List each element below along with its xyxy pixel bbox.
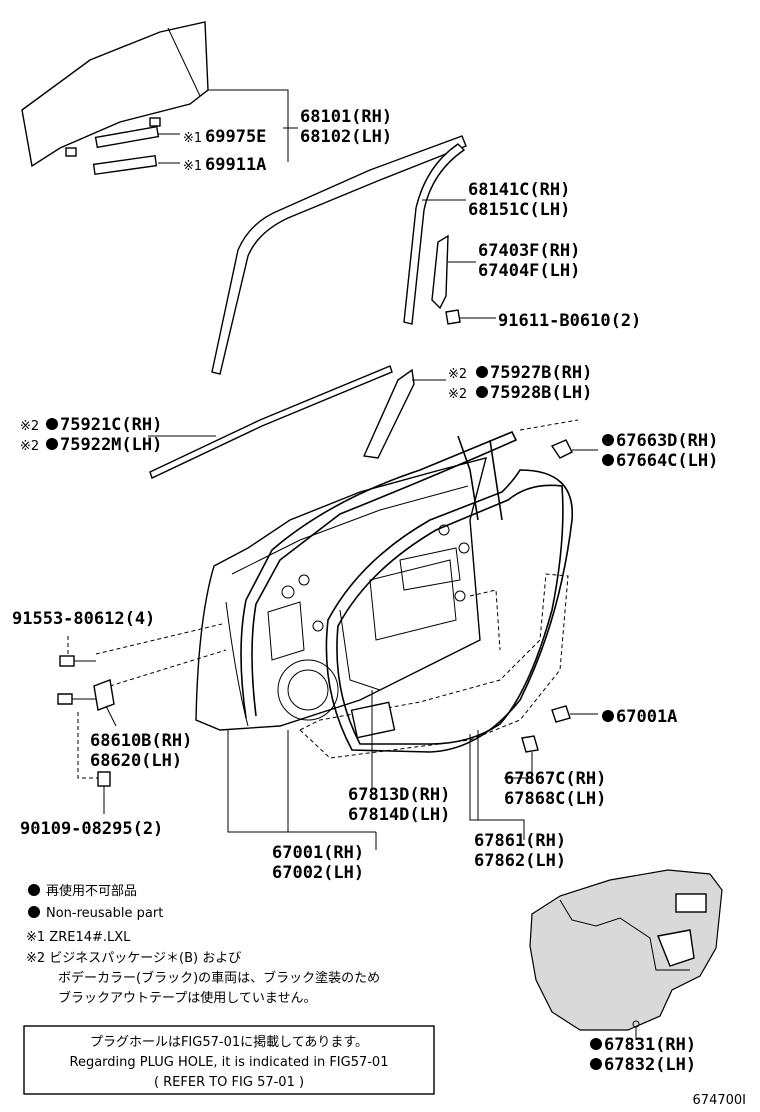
label-69975E: 69975E	[205, 127, 266, 147]
figure-id: 674700I	[693, 1093, 746, 1108]
hinge-bolts	[57, 623, 227, 705]
label-67001: 67001(RH)	[272, 843, 364, 863]
hole-plug-67001A	[551, 705, 598, 723]
label-67867C: 67867C(RH)	[504, 769, 606, 789]
plug-hole-note-box	[23, 1025, 435, 1095]
service-hole-cover-outline	[299, 573, 569, 759]
legend-nonreusable-jp: 再使用不可部品	[46, 883, 137, 899]
label-68610B: 68610B(RH)	[90, 731, 192, 751]
label-67663D: 67663D(RH)	[616, 431, 718, 451]
legend-note2-line3: ブラックアウトテープは使用していません。	[58, 990, 316, 1006]
nonreusable-dot	[590, 1058, 602, 1070]
front-door-panel	[195, 457, 487, 731]
label-68141C: 68141C(RH)	[468, 180, 570, 200]
plug-note-line3: ( REFER TO FIG 57-01 )	[154, 1075, 304, 1090]
plug-note-line2: Regarding PLUG HOLE, it is indicated in …	[70, 1055, 389, 1070]
service-hole-cover	[529, 869, 723, 1040]
label-67868C: 67868C(LH)	[504, 789, 606, 809]
label-68102: 68102(LH)	[300, 127, 392, 147]
legend-dot	[28, 906, 40, 918]
mark-note2-b: ※2	[448, 387, 467, 402]
label-67831: 67831(RH)	[604, 1035, 696, 1055]
label-67832: 67832(LH)	[604, 1055, 696, 1075]
lower-callout-lines	[227, 690, 525, 850]
door-weatherstrip	[240, 430, 573, 753]
nonreusable-dot	[602, 710, 614, 722]
door-pad	[350, 701, 396, 739]
nonreusable-dot	[590, 1038, 602, 1050]
label-68151C: 68151C(LH)	[468, 200, 570, 220]
label-67861: 67861(RH)	[474, 831, 566, 851]
label-67403F: 67403F(RH)	[478, 241, 580, 261]
label-67404F: 67404F(LH)	[478, 261, 580, 281]
legend-nonreusable-en: Non-reusable part	[46, 906, 163, 921]
mark-note1-a: ※1	[183, 131, 202, 146]
legend-note2-line2: ボデーカラー(ブラック)の車両は、ブラック塗装のため	[58, 970, 380, 986]
label-67814D: 67814D(LH)	[348, 805, 450, 825]
door-hinge	[93, 679, 117, 727]
nonreusable-dot	[476, 386, 488, 398]
blackout-tape-front	[148, 365, 393, 479]
legend-note2-line1: ※2 ビジネスパッケージ＊(B) および	[26, 951, 241, 966]
glass-callout-lines	[158, 89, 298, 164]
weatherstrip-clip	[519, 419, 598, 459]
label-69911A: 69911A	[205, 155, 266, 175]
hinge-bolt-lower	[77, 712, 111, 814]
label-67001A: 67001A	[616, 707, 677, 727]
label-75927B: 75927B(RH)	[490, 363, 592, 383]
blackout-tape-rear	[362, 368, 446, 459]
label-67862: 67862(LH)	[474, 851, 566, 871]
label-75922M: 75922M(LH)	[60, 435, 162, 455]
mark-note2-c: ※2	[20, 419, 39, 434]
label-75928B: 75928B(LH)	[490, 383, 592, 403]
clip-67867C	[504, 735, 539, 779]
label-68101: 68101(RH)	[300, 107, 392, 127]
door-glass	[21, 21, 209, 176]
label-91553: 91553-80612(4)	[12, 609, 155, 629]
nonreusable-dot	[602, 454, 614, 466]
nonreusable-dot	[602, 434, 614, 446]
legend-dot	[28, 884, 40, 896]
legend-note1: ※1 ZRE14#.LXL	[26, 930, 131, 945]
mark-note2-d: ※2	[20, 439, 39, 454]
label-67664C: 67664C(LH)	[616, 451, 718, 471]
label-67813D: 67813D(RH)	[348, 785, 450, 805]
nonreusable-dot	[46, 438, 58, 450]
mark-note2-a: ※2	[448, 367, 467, 382]
label-68620: 68620(LH)	[90, 751, 182, 771]
label-67002: 67002(LH)	[272, 863, 364, 883]
label-75921C: 75921C(RH)	[60, 415, 162, 435]
glass-run-channel	[211, 135, 467, 375]
plug-note-line1: プラグホールはFIG57-01に掲載してあります。	[90, 1034, 368, 1050]
rear-sash-channel	[431, 234, 496, 325]
label-91611: 91611-B0610(2)	[498, 311, 641, 331]
nonreusable-dot	[46, 418, 58, 430]
nonreusable-dot	[476, 366, 488, 378]
label-90109: 90109-08295(2)	[20, 819, 163, 839]
mark-note1-b: ※1	[183, 159, 202, 174]
